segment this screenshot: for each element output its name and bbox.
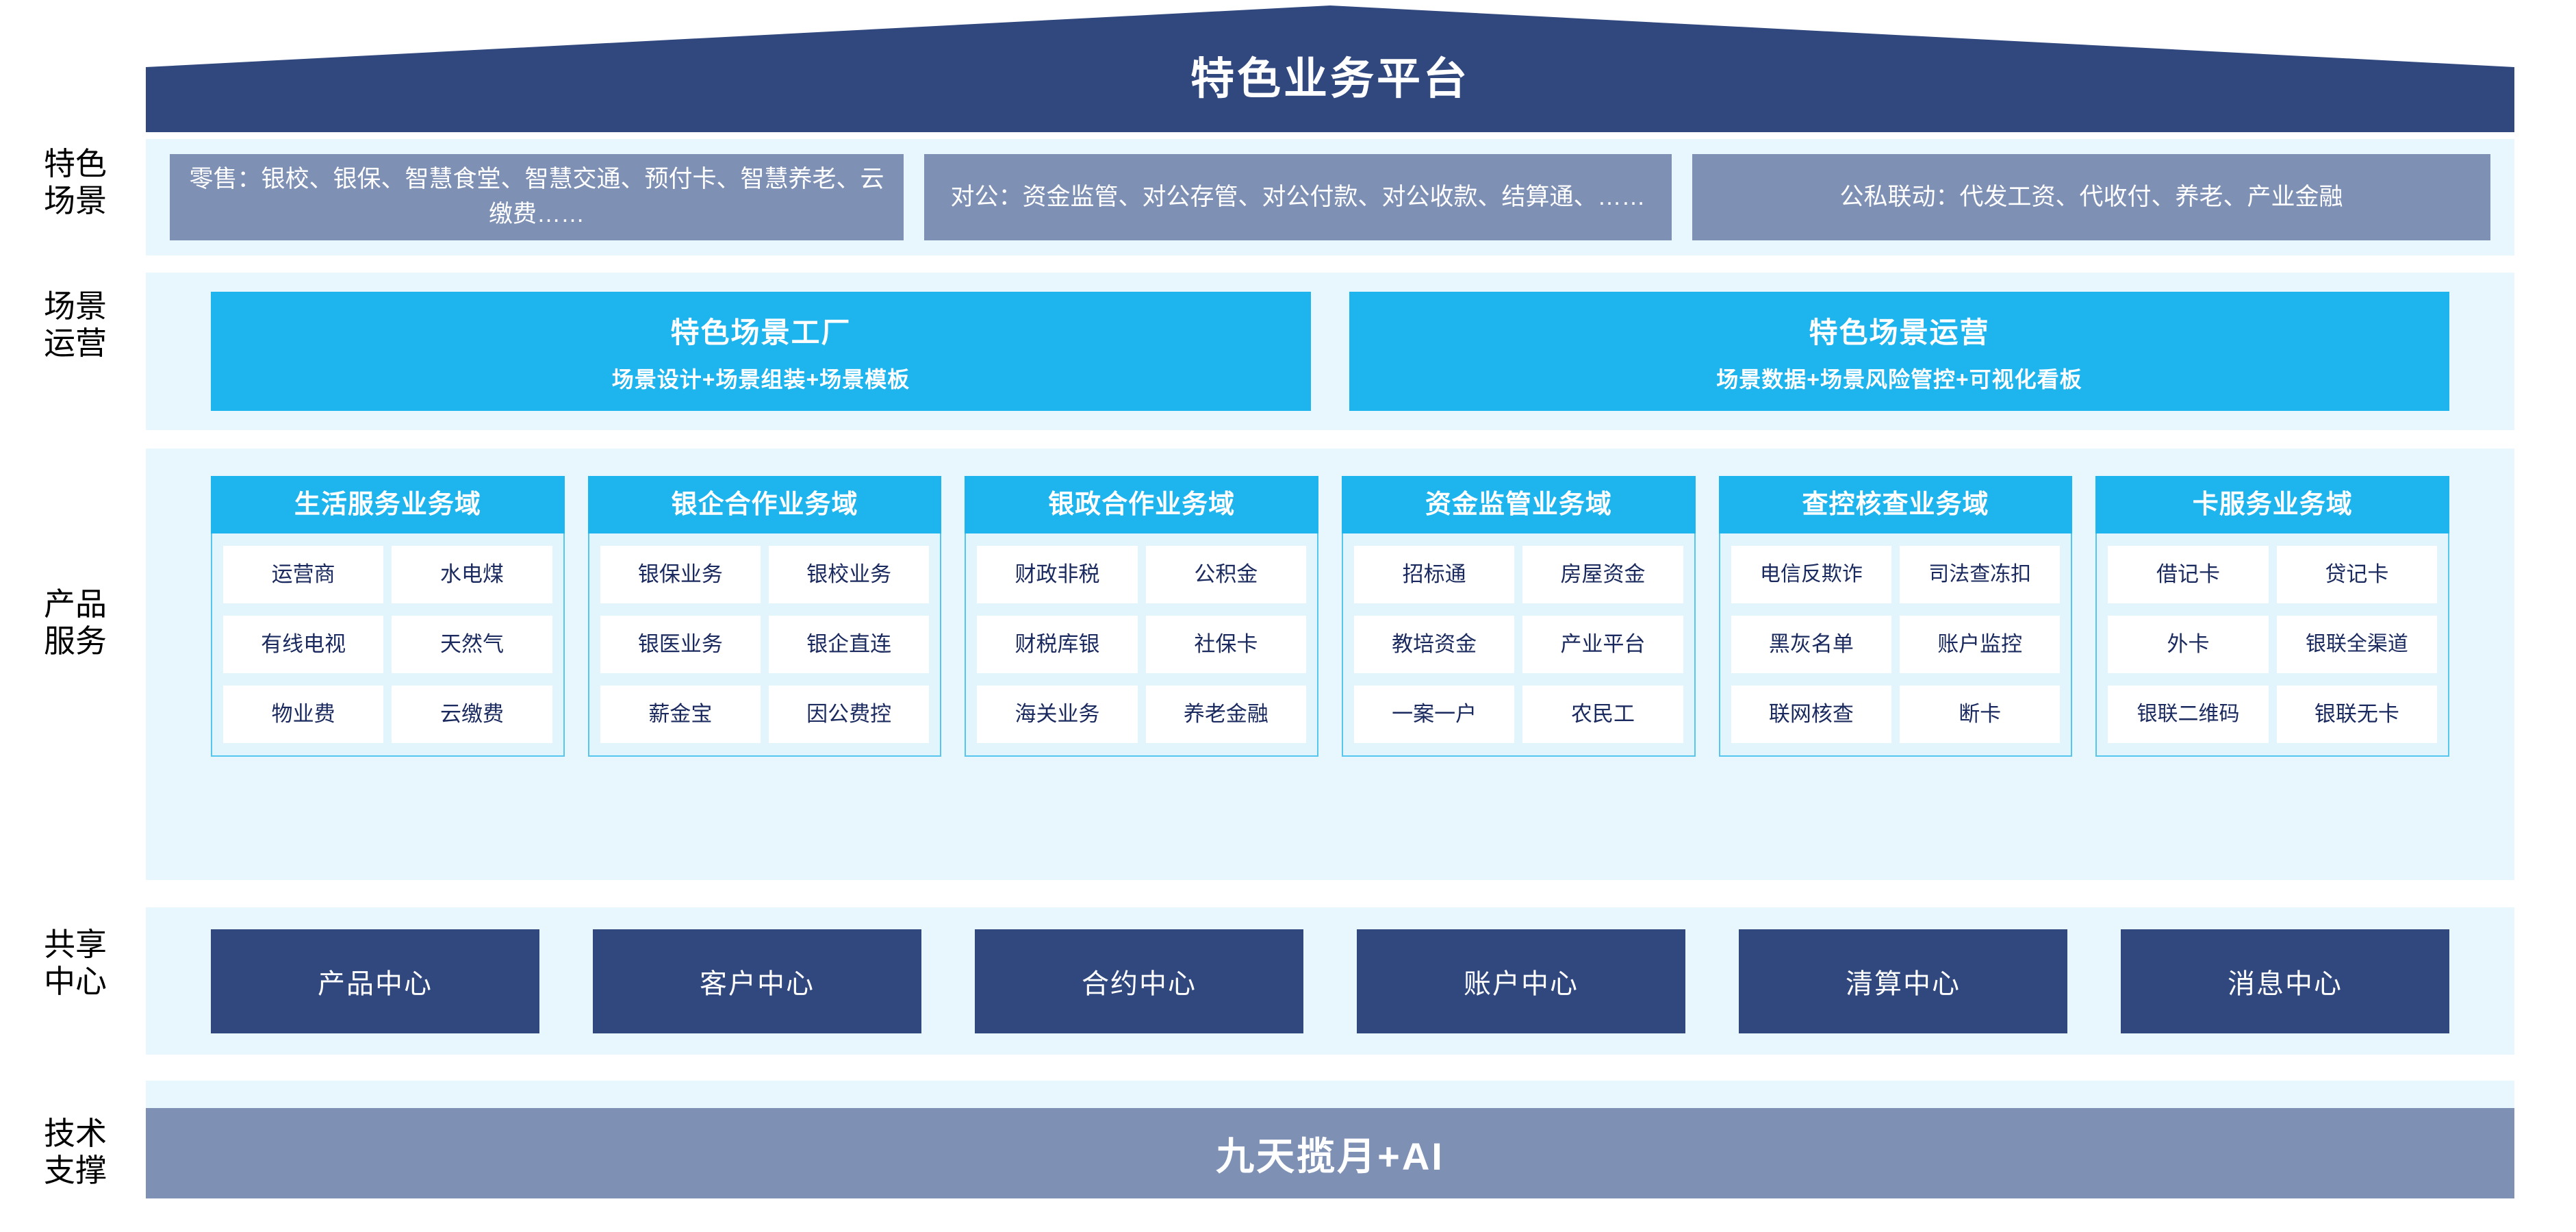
domain-header-investigation-control[interactable]: 查控核查业务域 [1718, 476, 2073, 533]
domain-cell[interactable]: 断卡 [1900, 686, 2061, 743]
domain-header-life-service[interactable]: 生活服务业务域 [211, 476, 565, 533]
row-label-product-line2: 服务 [44, 623, 107, 659]
domain-cell[interactable]: 水电煤 [392, 546, 552, 603]
domain-cell[interactable]: 银企直连 [769, 616, 930, 673]
domain-body-life-service: 运营商 水电煤 有线电视 天然气 物业费 云缴费 [211, 533, 565, 757]
domain-cell[interactable]: 教培资金 [1354, 616, 1515, 673]
domain-columns: 生活服务业务域 运营商 水电煤 有线电视 天然气 物业费 云缴费 银企合作业务域… [146, 449, 2514, 880]
operation-box-scene-operation[interactable]: 特色场景运营 场景数据+场景风险管控+可视化看板 [1349, 292, 2449, 411]
domain-body-investigation-control: 电信反欺诈 司法查冻扣 黑灰名单 账户监控 联网核查 断卡 [1718, 533, 2073, 757]
domain-bank-enterprise: 银企合作业务域 银保业务 银校业务 银医业务 银企直连 薪金宝 因公费控 [587, 476, 942, 757]
domain-cell[interactable]: 账户监控 [1900, 616, 2061, 673]
scenario-box-retail[interactable]: 零售：银校、银保、智慧食堂、智慧交通、预付卡、智慧养老、云缴费…… [170, 154, 904, 240]
domain-cell[interactable]: 薪金宝 [600, 686, 761, 743]
domain-cell[interactable]: 外卡 [2108, 616, 2269, 673]
row-label-operation-line1: 场景 [44, 288, 107, 324]
domain-cell[interactable]: 贷记卡 [2276, 546, 2438, 603]
domain-header-card-service[interactable]: 卡服务业务域 [2095, 476, 2450, 533]
operation-title-scene-factory: 特色场景工厂 [670, 316, 852, 349]
operation-boxes: 特色场景工厂 场景设计+场景组装+场景模板 特色场景运营 场景数据+场景风险管控… [146, 273, 2514, 430]
shared-center-contract[interactable]: 合约中心 [975, 929, 1303, 1033]
shared-center-message[interactable]: 消息中心 [2121, 929, 2449, 1033]
domain-header-fund-supervision[interactable]: 资金监管业务域 [1342, 476, 1696, 533]
shared-center-customer[interactable]: 客户中心 [593, 929, 921, 1033]
row-label-tech-line1: 技术 [44, 1116, 107, 1151]
row-label-operation: 场景 运营 [14, 288, 137, 362]
domain-cell[interactable]: 云缴费 [392, 686, 552, 743]
domain-header-bank-government[interactable]: 银政合作业务域 [965, 476, 1319, 533]
scenario-box-public-private[interactable]: 公私联动：代发工资、代收付、养老、产业金融 [1692, 154, 2490, 240]
domain-cell[interactable]: 海关业务 [977, 686, 1138, 743]
domain-cell[interactable]: 银联二维码 [2108, 686, 2269, 743]
domain-cell[interactable]: 司法查冻扣 [1900, 546, 2061, 603]
operation-sub-scene-operation: 场景数据+场景风险管控+可视化看板 [1716, 366, 2082, 392]
row-label-shared: 共享 中心 [14, 926, 137, 1001]
domain-cell[interactable]: 一案一户 [1354, 686, 1515, 743]
row-label-product: 产品 服务 [14, 586, 137, 660]
domain-cell[interactable]: 产业平台 [1522, 616, 1683, 673]
operation-sub-scene-factory: 场景设计+场景组装+场景模板 [611, 366, 910, 392]
scenario-boxes: 零售：银校、银保、智慧食堂、智慧交通、预付卡、智慧养老、云缴费…… 对公：资金监… [146, 139, 2514, 255]
domain-cell[interactable]: 养老金融 [1145, 686, 1307, 743]
domain-cell[interactable]: 联网核查 [1731, 686, 1892, 743]
domain-body-bank-government: 财政非税 公积金 财税库银 社保卡 海关业务 养老金融 [965, 533, 1319, 757]
domain-cell[interactable]: 银联无卡 [2276, 686, 2438, 743]
domain-investigation-control: 查控核查业务域 电信反欺诈 司法查冻扣 黑灰名单 账户监控 联网核查 断卡 [1718, 476, 2073, 757]
shared-panel-bg [146, 907, 2514, 1055]
platform-roof-banner: 特色业务平台 [146, 5, 2514, 132]
domain-cell[interactable]: 运营商 [223, 546, 384, 603]
domain-cell[interactable]: 有线电视 [223, 616, 384, 673]
domain-cell[interactable]: 社保卡 [1145, 616, 1307, 673]
domain-life-service: 生活服务业务域 运营商 水电煤 有线电视 天然气 物业费 云缴费 [211, 476, 565, 757]
row-label-scenario-line1: 特色 [44, 146, 107, 181]
domain-cell[interactable]: 农民工 [1522, 686, 1683, 743]
row-label-operation-line2: 运营 [44, 325, 107, 362]
domain-body-card-service: 借记卡 贷记卡 外卡 银联全渠道 银联二维码 银联无卡 [2095, 533, 2450, 757]
domain-cell[interactable]: 黑灰名单 [1731, 616, 1892, 673]
tech-support-bar[interactable]: 九天揽月+AI [146, 1108, 2514, 1198]
domain-cell[interactable]: 银医业务 [600, 616, 761, 673]
domain-cell[interactable]: 银保业务 [600, 546, 761, 603]
domain-cell[interactable]: 公积金 [1145, 546, 1307, 603]
domain-cell[interactable]: 招标通 [1354, 546, 1515, 603]
shared-center-boxes: 产品中心 客户中心 合约中心 账户中心 清算中心 消息中心 [146, 907, 2514, 1055]
domain-cell[interactable]: 天然气 [392, 616, 552, 673]
domain-cell[interactable]: 财政非税 [977, 546, 1138, 603]
domain-body-bank-enterprise: 银保业务 银校业务 银医业务 银企直连 薪金宝 因公费控 [587, 533, 942, 757]
domain-cell[interactable]: 财税库银 [977, 616, 1138, 673]
domain-bank-government: 银政合作业务域 财政非税 公积金 财税库银 社保卡 海关业务 养老金融 [965, 476, 1319, 757]
row-label-product-line1: 产品 [44, 586, 107, 622]
row-label-tech: 技术 支撑 [14, 1115, 137, 1190]
domain-cell[interactable]: 银联全渠道 [2276, 616, 2438, 673]
domain-header-bank-enterprise[interactable]: 银企合作业务域 [587, 476, 942, 533]
domain-fund-supervision: 资金监管业务域 招标通 房屋资金 教培资金 产业平台 一案一户 农民工 [1342, 476, 1696, 757]
domain-body-fund-supervision: 招标通 房屋资金 教培资金 产业平台 一案一户 农民工 [1342, 533, 1696, 757]
domain-card-service: 卡服务业务域 借记卡 贷记卡 外卡 银联全渠道 银联二维码 银联无卡 [2095, 476, 2450, 757]
row-label-tech-line2: 支撑 [44, 1153, 107, 1189]
row-label-scenario-line2: 场景 [44, 183, 107, 219]
row-label-scenario: 特色 场景 [14, 145, 137, 220]
domain-cell[interactable]: 因公费控 [769, 686, 930, 743]
operation-box-scene-factory[interactable]: 特色场景工厂 场景设计+场景组装+场景模板 [211, 292, 1311, 411]
shared-center-account[interactable]: 账户中心 [1357, 929, 1685, 1033]
shared-center-clearing[interactable]: 清算中心 [1739, 929, 2067, 1033]
row-label-shared-line2: 中心 [44, 964, 107, 1000]
row-label-shared-line1: 共享 [44, 927, 107, 962]
scenario-box-corporate[interactable]: 对公：资金监管、对公存管、对公付款、对公收款、结算通、…… [924, 154, 1672, 240]
domain-cell[interactable]: 借记卡 [2108, 546, 2269, 603]
domain-cell[interactable]: 房屋资金 [1522, 546, 1683, 603]
domain-cell[interactable]: 物业费 [223, 686, 384, 743]
operation-title-scene-operation: 特色场景运营 [1809, 316, 1990, 349]
domain-cell[interactable]: 银校业务 [769, 546, 930, 603]
shared-center-product[interactable]: 产品中心 [211, 929, 539, 1033]
domain-cell[interactable]: 电信反欺诈 [1731, 546, 1892, 603]
tech-panel-bg [146, 1081, 2514, 1108]
